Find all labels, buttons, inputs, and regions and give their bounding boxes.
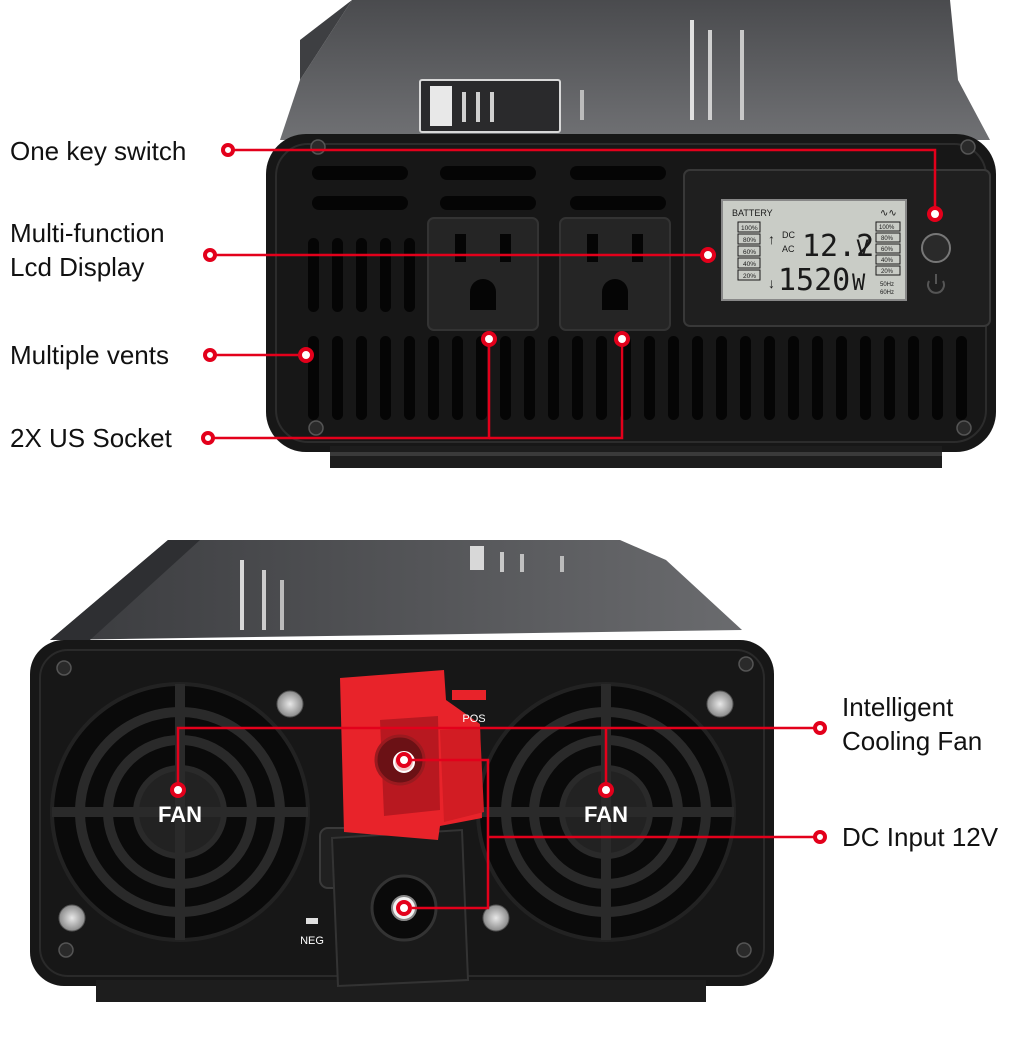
vent-slot <box>860 336 871 420</box>
power-icon <box>927 274 945 294</box>
us-socket-left <box>427 217 539 331</box>
vent-slot <box>596 336 607 420</box>
callout-dc-input: DC Input 12V <box>842 822 999 852</box>
vent-slot <box>548 336 559 420</box>
callout-lcd-line2: Lcd Display <box>10 252 145 282</box>
vent-slot <box>500 336 511 420</box>
svg-text:40%: 40% <box>881 258 894 264</box>
vent-slot <box>332 238 343 312</box>
bottom-callout-lines <box>176 726 820 910</box>
vent-slot <box>332 336 343 420</box>
vent-slot <box>356 336 367 420</box>
bottom-inverter: FAN FAN NEG <box>30 540 774 1002</box>
positive-terminal: POS <box>340 670 486 840</box>
lcd-battery-bars: 100% 80% 60% 40% 20% <box>737 221 761 281</box>
vent-slot <box>788 336 799 420</box>
bottom-base-rail <box>96 980 706 1002</box>
vent-slot <box>380 238 391 312</box>
neg-label: NEG <box>300 935 324 947</box>
top-base-rail <box>330 446 942 468</box>
vent-slot <box>716 336 727 420</box>
vent-slot <box>404 336 415 420</box>
callout-one-key-switch: One key switch <box>10 136 187 166</box>
vent-slot <box>572 336 583 420</box>
vent-slot <box>404 238 415 312</box>
bottom-housing-surface <box>50 540 742 640</box>
callout-lcd-line1: Multi-function <box>10 218 165 248</box>
lcd-dc-label: DC <box>782 230 795 240</box>
vent-slot <box>764 336 775 420</box>
svg-text:60%: 60% <box>743 249 756 256</box>
vent-slot <box>524 336 535 420</box>
lcd-freq-60: 60Hz <box>880 290 894 296</box>
lcd-ac-label: AC <box>782 244 795 254</box>
svg-text:100%: 100% <box>879 225 895 231</box>
callout-fan-line1: Intelligent <box>842 692 954 722</box>
fan-screws <box>58 690 734 932</box>
vent-slot <box>836 336 847 420</box>
sine-wave-icon: ∿∿ <box>880 208 897 219</box>
vent-slot <box>692 336 703 420</box>
pos-label: POS <box>462 713 485 725</box>
vent-slot <box>668 336 679 420</box>
vent-slot <box>644 336 655 420</box>
vent-slot <box>452 336 463 420</box>
callout-us-socket: 2X US Socket <box>10 423 172 453</box>
top-vents-horizontal <box>312 166 666 210</box>
vent-slot <box>908 336 919 420</box>
top-inverter: BATTERY 100% 80% 60% 40% 20% DC AC ↑ ↓ 1… <box>266 0 996 468</box>
svg-text:40%: 40% <box>743 261 756 268</box>
top-callout-dots <box>201 143 943 445</box>
vent-slot <box>428 336 439 420</box>
svg-text:80%: 80% <box>743 237 756 244</box>
svg-text:80%: 80% <box>881 236 894 242</box>
svg-text:20%: 20% <box>881 269 894 275</box>
fan-label-right: FAN <box>584 802 628 827</box>
lcd-power-unit: W <box>852 271 866 296</box>
vent-slot <box>956 336 967 420</box>
top-housing-surface <box>280 0 990 140</box>
lcd-battery-label: BATTERY <box>732 208 773 218</box>
vent-slot <box>380 336 391 420</box>
vent-slot <box>812 336 823 420</box>
callout-multiple-vents: Multiple vents <box>10 340 169 370</box>
svg-text:60%: 60% <box>881 247 894 253</box>
top-callout-lines <box>208 148 937 440</box>
cooling-fan-right: FAN <box>476 682 736 942</box>
down-arrow-icon: ↓ <box>768 275 775 291</box>
lcd-power-value: 1520 <box>778 263 850 298</box>
lcd-screen <box>721 199 907 301</box>
vent-slot <box>740 336 751 420</box>
vent-slot <box>308 238 319 312</box>
svg-text:100%: 100% <box>741 225 758 232</box>
callout-fan-line2: Cooling Fan <box>842 726 983 756</box>
lcd-voltage-value: 12.2 <box>802 229 874 264</box>
vent-slot <box>356 238 367 312</box>
vent-slot <box>476 336 487 420</box>
top-vents-vertical <box>308 238 967 420</box>
vent-slot <box>932 336 943 420</box>
up-arrow-icon: ↑ <box>768 231 775 247</box>
power-button[interactable] <box>921 233 951 263</box>
svg-text:20%: 20% <box>743 273 756 280</box>
lcd-voltage-unit: V <box>856 237 869 262</box>
fan-label-left: FAN <box>158 802 202 827</box>
bottom-callout-dots <box>170 721 827 916</box>
cooling-fan-left: FAN <box>50 682 310 942</box>
lcd-output-bars: 100% 80% 60% 40% 20% <box>875 221 901 276</box>
us-socket-right <box>559 217 671 331</box>
vent-slot <box>884 336 895 420</box>
top-housing-edge <box>300 0 352 80</box>
lcd-freq-50: 50Hz <box>880 282 894 288</box>
